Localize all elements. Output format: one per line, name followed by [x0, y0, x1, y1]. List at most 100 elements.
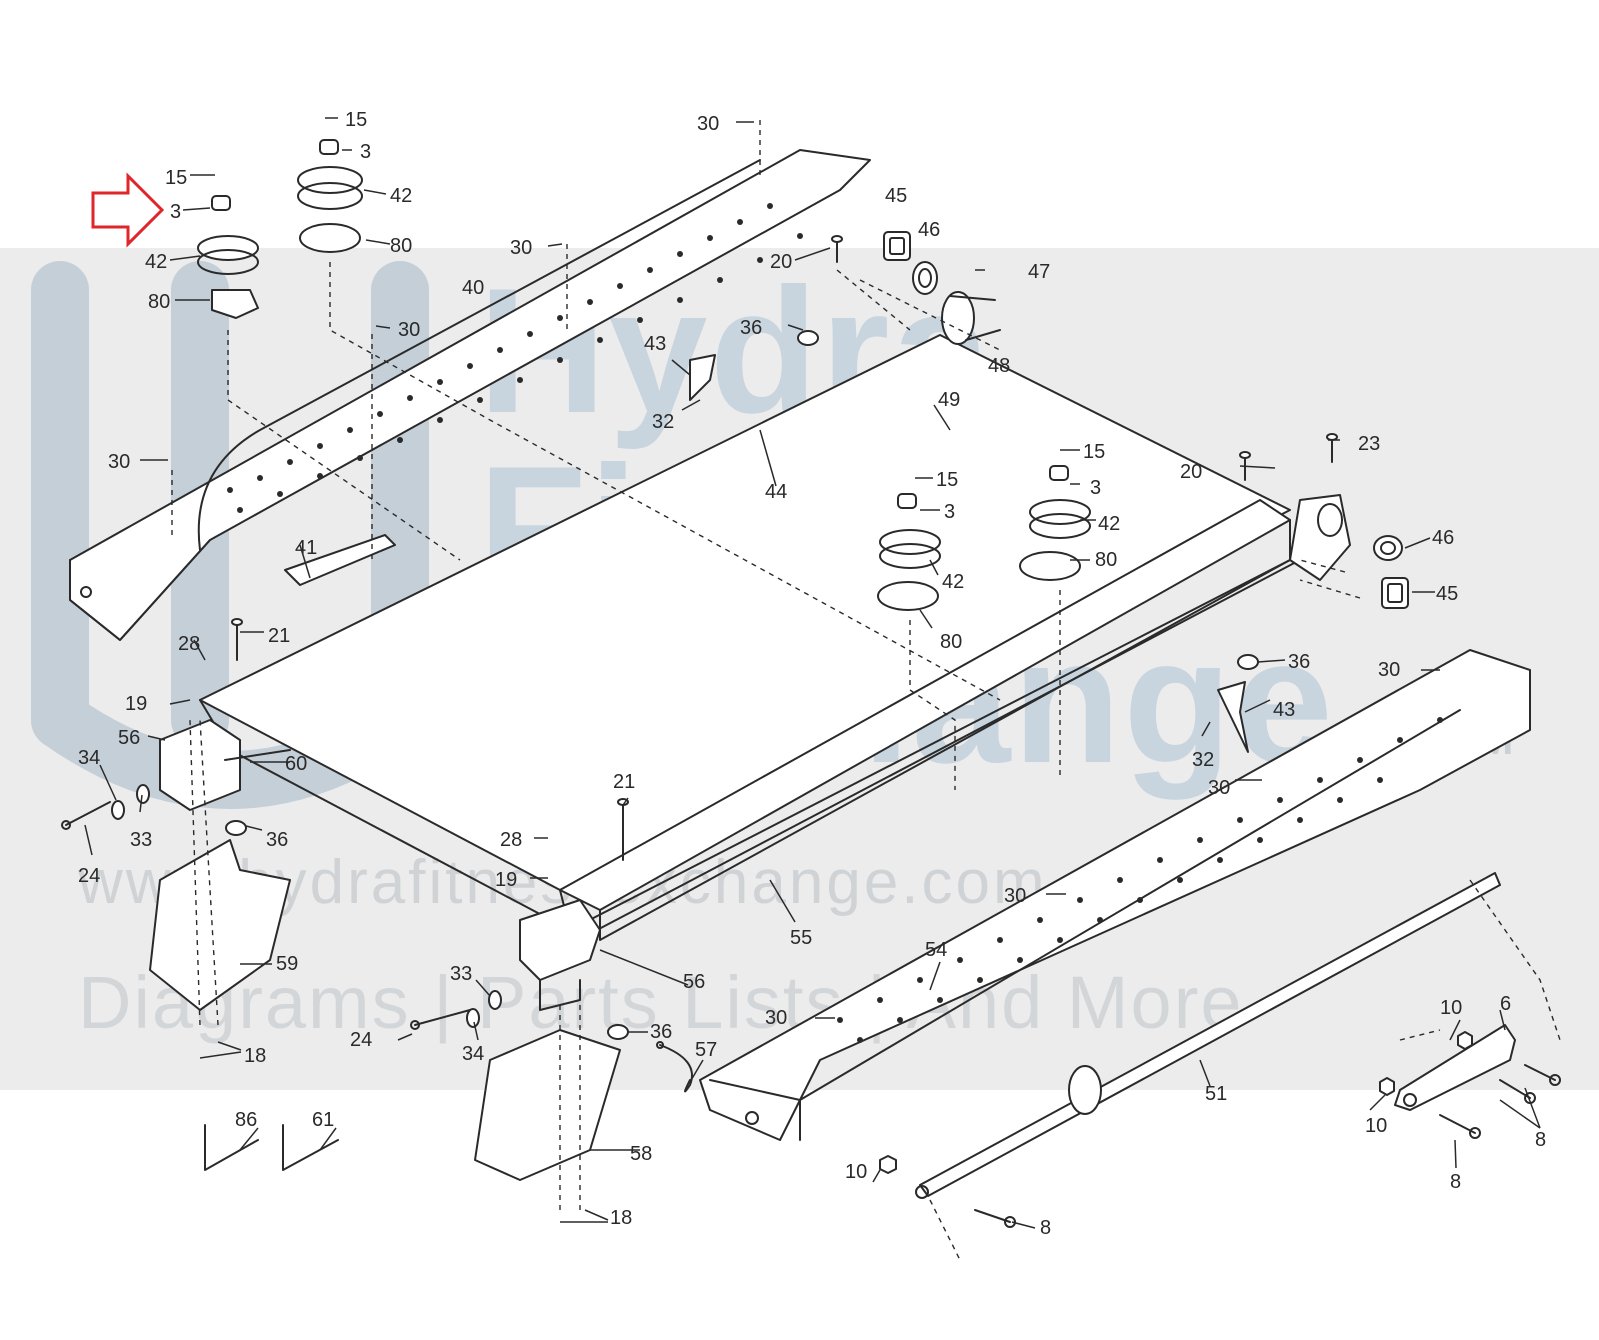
rear-cover-58: [474, 1029, 621, 1181]
washer-33a: [136, 784, 150, 804]
nut-10b: [1379, 1077, 1395, 1096]
screw-21a: [231, 618, 243, 661]
callout-42: 42: [942, 571, 964, 593]
callout-34: 34: [78, 747, 100, 769]
bracket-43b: [1217, 681, 1249, 753]
callout-86: 86: [235, 1109, 257, 1131]
hex-key-61: [282, 1124, 339, 1171]
callout-24: 24: [350, 1029, 372, 1051]
callout-15: 15: [165, 167, 187, 189]
callout-33: 33: [450, 963, 472, 985]
callout-44: 44: [765, 481, 787, 503]
nut-36b: [1237, 654, 1259, 670]
callout-32: 32: [1192, 749, 1214, 771]
callout-15: 15: [1083, 441, 1105, 463]
washer-34a: [111, 800, 125, 820]
callout-80: 80: [148, 291, 170, 313]
callout-10: 10: [845, 1161, 867, 1183]
callout-80: 80: [940, 631, 962, 653]
callout-32: 32: [652, 411, 674, 433]
screw-20a: [831, 235, 843, 263]
callout-10: 10: [1440, 997, 1462, 1019]
callout-80: 80: [1095, 549, 1117, 571]
callout-3: 3: [1090, 477, 1101, 499]
callout-30: 30: [1378, 659, 1400, 681]
callout-48: 48: [988, 355, 1010, 377]
callout-10: 10: [1365, 1115, 1387, 1137]
callout-33: 33: [130, 829, 152, 851]
callout-30: 30: [398, 319, 420, 341]
callout-3: 3: [170, 201, 181, 223]
bracket-43a: [689, 354, 716, 401]
side-rail-54: [699, 649, 1531, 1141]
callout-8: 8: [1450, 1171, 1461, 1193]
sticker-41: [284, 534, 396, 586]
callout-28: 28: [178, 633, 200, 655]
tube-51: [915, 872, 1501, 1199]
deck-rail: [539, 499, 1301, 961]
callout-42: 42: [145, 251, 167, 273]
bolt-8a: [974, 1209, 1016, 1228]
callout-43: 43: [644, 333, 666, 355]
callout-57: 57: [695, 1039, 717, 1061]
callout-41: 41: [295, 537, 317, 559]
screw-20b: [1239, 451, 1251, 481]
highlight-arrow-icon: [91, 172, 165, 248]
end-cap-46b: [1373, 535, 1403, 561]
callout-56: 56: [683, 971, 705, 993]
callout-labels: 15 3 42 80 15 3 42 80 30 30 30 30 40 41 …: [78, 109, 1546, 1239]
watermark-tagline: Diagrams | Parts Lists | And More: [78, 961, 1244, 1044]
callout-40: 40: [462, 277, 484, 299]
side-rail-40: [69, 149, 871, 641]
callout-60: 60: [285, 753, 307, 775]
callout-20: 20: [770, 251, 792, 273]
nut-10c: [1457, 1031, 1473, 1050]
callout-18: 18: [610, 1207, 632, 1229]
callout-3: 3: [360, 141, 371, 163]
callout-8: 8: [1535, 1129, 1546, 1151]
bolt-8b: [1439, 1114, 1481, 1139]
rear-roller-48: [941, 291, 1001, 345]
hex-key-86: [204, 1124, 259, 1171]
foot-assembly-right: [1019, 465, 1091, 581]
callout-46: 46: [1432, 527, 1454, 549]
callout-15: 15: [345, 109, 367, 131]
callout-28: 28: [500, 829, 522, 851]
callout-54: 54: [925, 939, 947, 961]
callout-49: 49: [938, 389, 960, 411]
callout-56: 56: [118, 727, 140, 749]
callout-18: 18: [244, 1045, 266, 1067]
screw-23: [1326, 433, 1338, 463]
callout-19: 19: [125, 693, 147, 715]
bracket-45a: [883, 231, 911, 261]
callout-15: 15: [936, 469, 958, 491]
bolt-24a: [61, 801, 111, 830]
callout-43: 43: [1273, 699, 1295, 721]
callout-58: 58: [630, 1143, 652, 1165]
bolt-24b: [410, 1009, 471, 1030]
callout-34: 34: [462, 1043, 484, 1065]
callout-30: 30: [1004, 885, 1026, 907]
callout-21: 21: [613, 771, 635, 793]
nut-36d: [607, 1024, 629, 1040]
callout-30: 30: [697, 113, 719, 135]
callout-3: 3: [944, 501, 955, 523]
callout-42: 42: [1098, 513, 1120, 535]
bracket-45b: [1381, 577, 1409, 609]
callout-46: 46: [918, 219, 940, 241]
bracket-6: [1394, 1024, 1516, 1111]
rail-40-holes: [227, 203, 803, 513]
nut-10a: [879, 1155, 897, 1174]
callout-80: 80: [390, 235, 412, 257]
foot-assembly-left-mid: [297, 139, 363, 253]
rear-cover-59: [149, 839, 291, 1011]
callout-42: 42: [390, 185, 412, 207]
callout-36: 36: [650, 1021, 672, 1043]
foot-assembly-left-top: [197, 195, 259, 319]
assembly-lines: [171, 120, 1561, 1261]
callout-36: 36: [740, 317, 762, 339]
callout-24: 24: [78, 865, 100, 887]
callout-59: 59: [276, 953, 298, 975]
callout-30: 30: [1208, 777, 1230, 799]
